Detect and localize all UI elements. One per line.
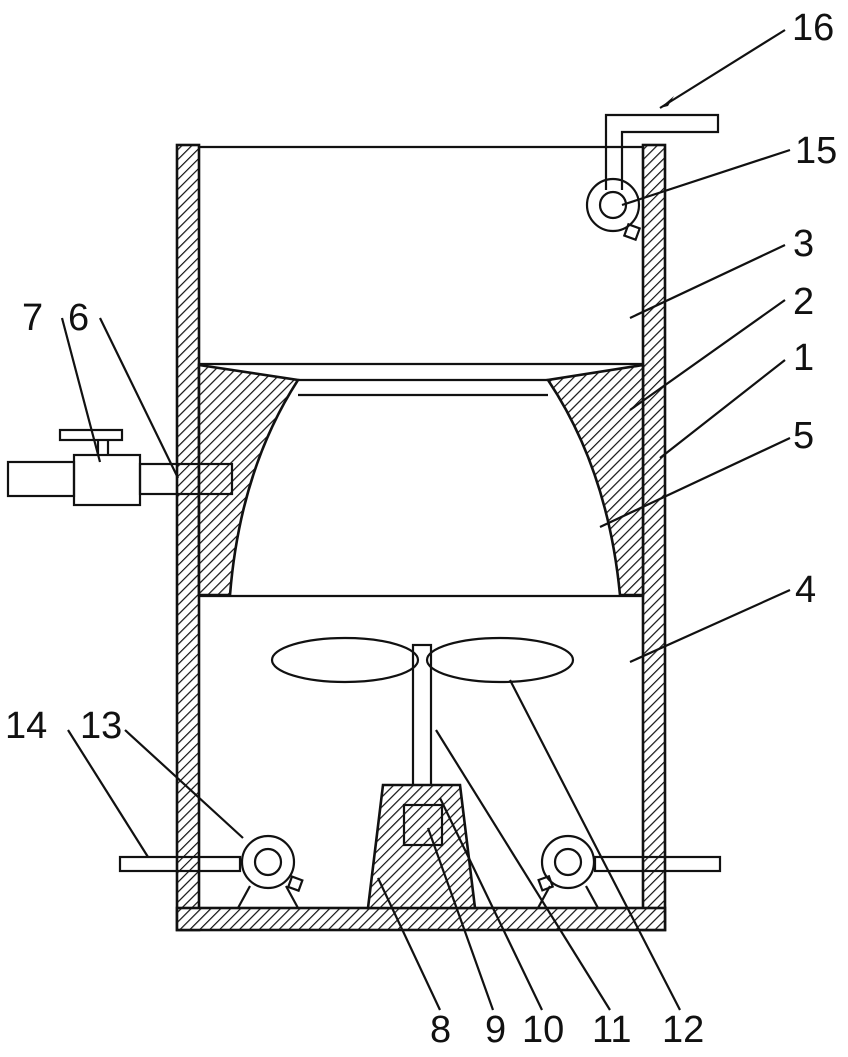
label-16: 16 bbox=[792, 7, 834, 49]
partition-block bbox=[197, 363, 645, 597]
label-10: 10 bbox=[522, 1009, 564, 1051]
label-15: 15 bbox=[795, 130, 837, 172]
shaft bbox=[411, 643, 433, 807]
inlet-pipe bbox=[604, 113, 720, 190]
label-6: 6 bbox=[68, 297, 89, 339]
label-12: 12 bbox=[662, 1009, 704, 1051]
label-4: 4 bbox=[795, 569, 816, 611]
label-1: 1 bbox=[793, 337, 814, 379]
label-13: 13 bbox=[80, 705, 122, 747]
top-pump bbox=[585, 177, 642, 242]
bottom-pump-left bbox=[237, 834, 304, 909]
label-8: 8 bbox=[430, 1009, 451, 1051]
label-3: 3 bbox=[793, 223, 814, 265]
label-14: 14 bbox=[5, 705, 47, 747]
label-9: 9 bbox=[485, 1009, 506, 1051]
bottom-pump-right bbox=[537, 834, 599, 909]
label-7: 7 bbox=[22, 297, 43, 339]
label-5: 5 bbox=[793, 415, 814, 457]
valve bbox=[58, 428, 142, 507]
label-2: 2 bbox=[793, 281, 814, 323]
leader-lines bbox=[60, 29, 791, 1011]
label-11: 11 bbox=[592, 1009, 631, 1051]
stirring-blade bbox=[270, 636, 575, 684]
tank-wall bbox=[175, 143, 667, 932]
